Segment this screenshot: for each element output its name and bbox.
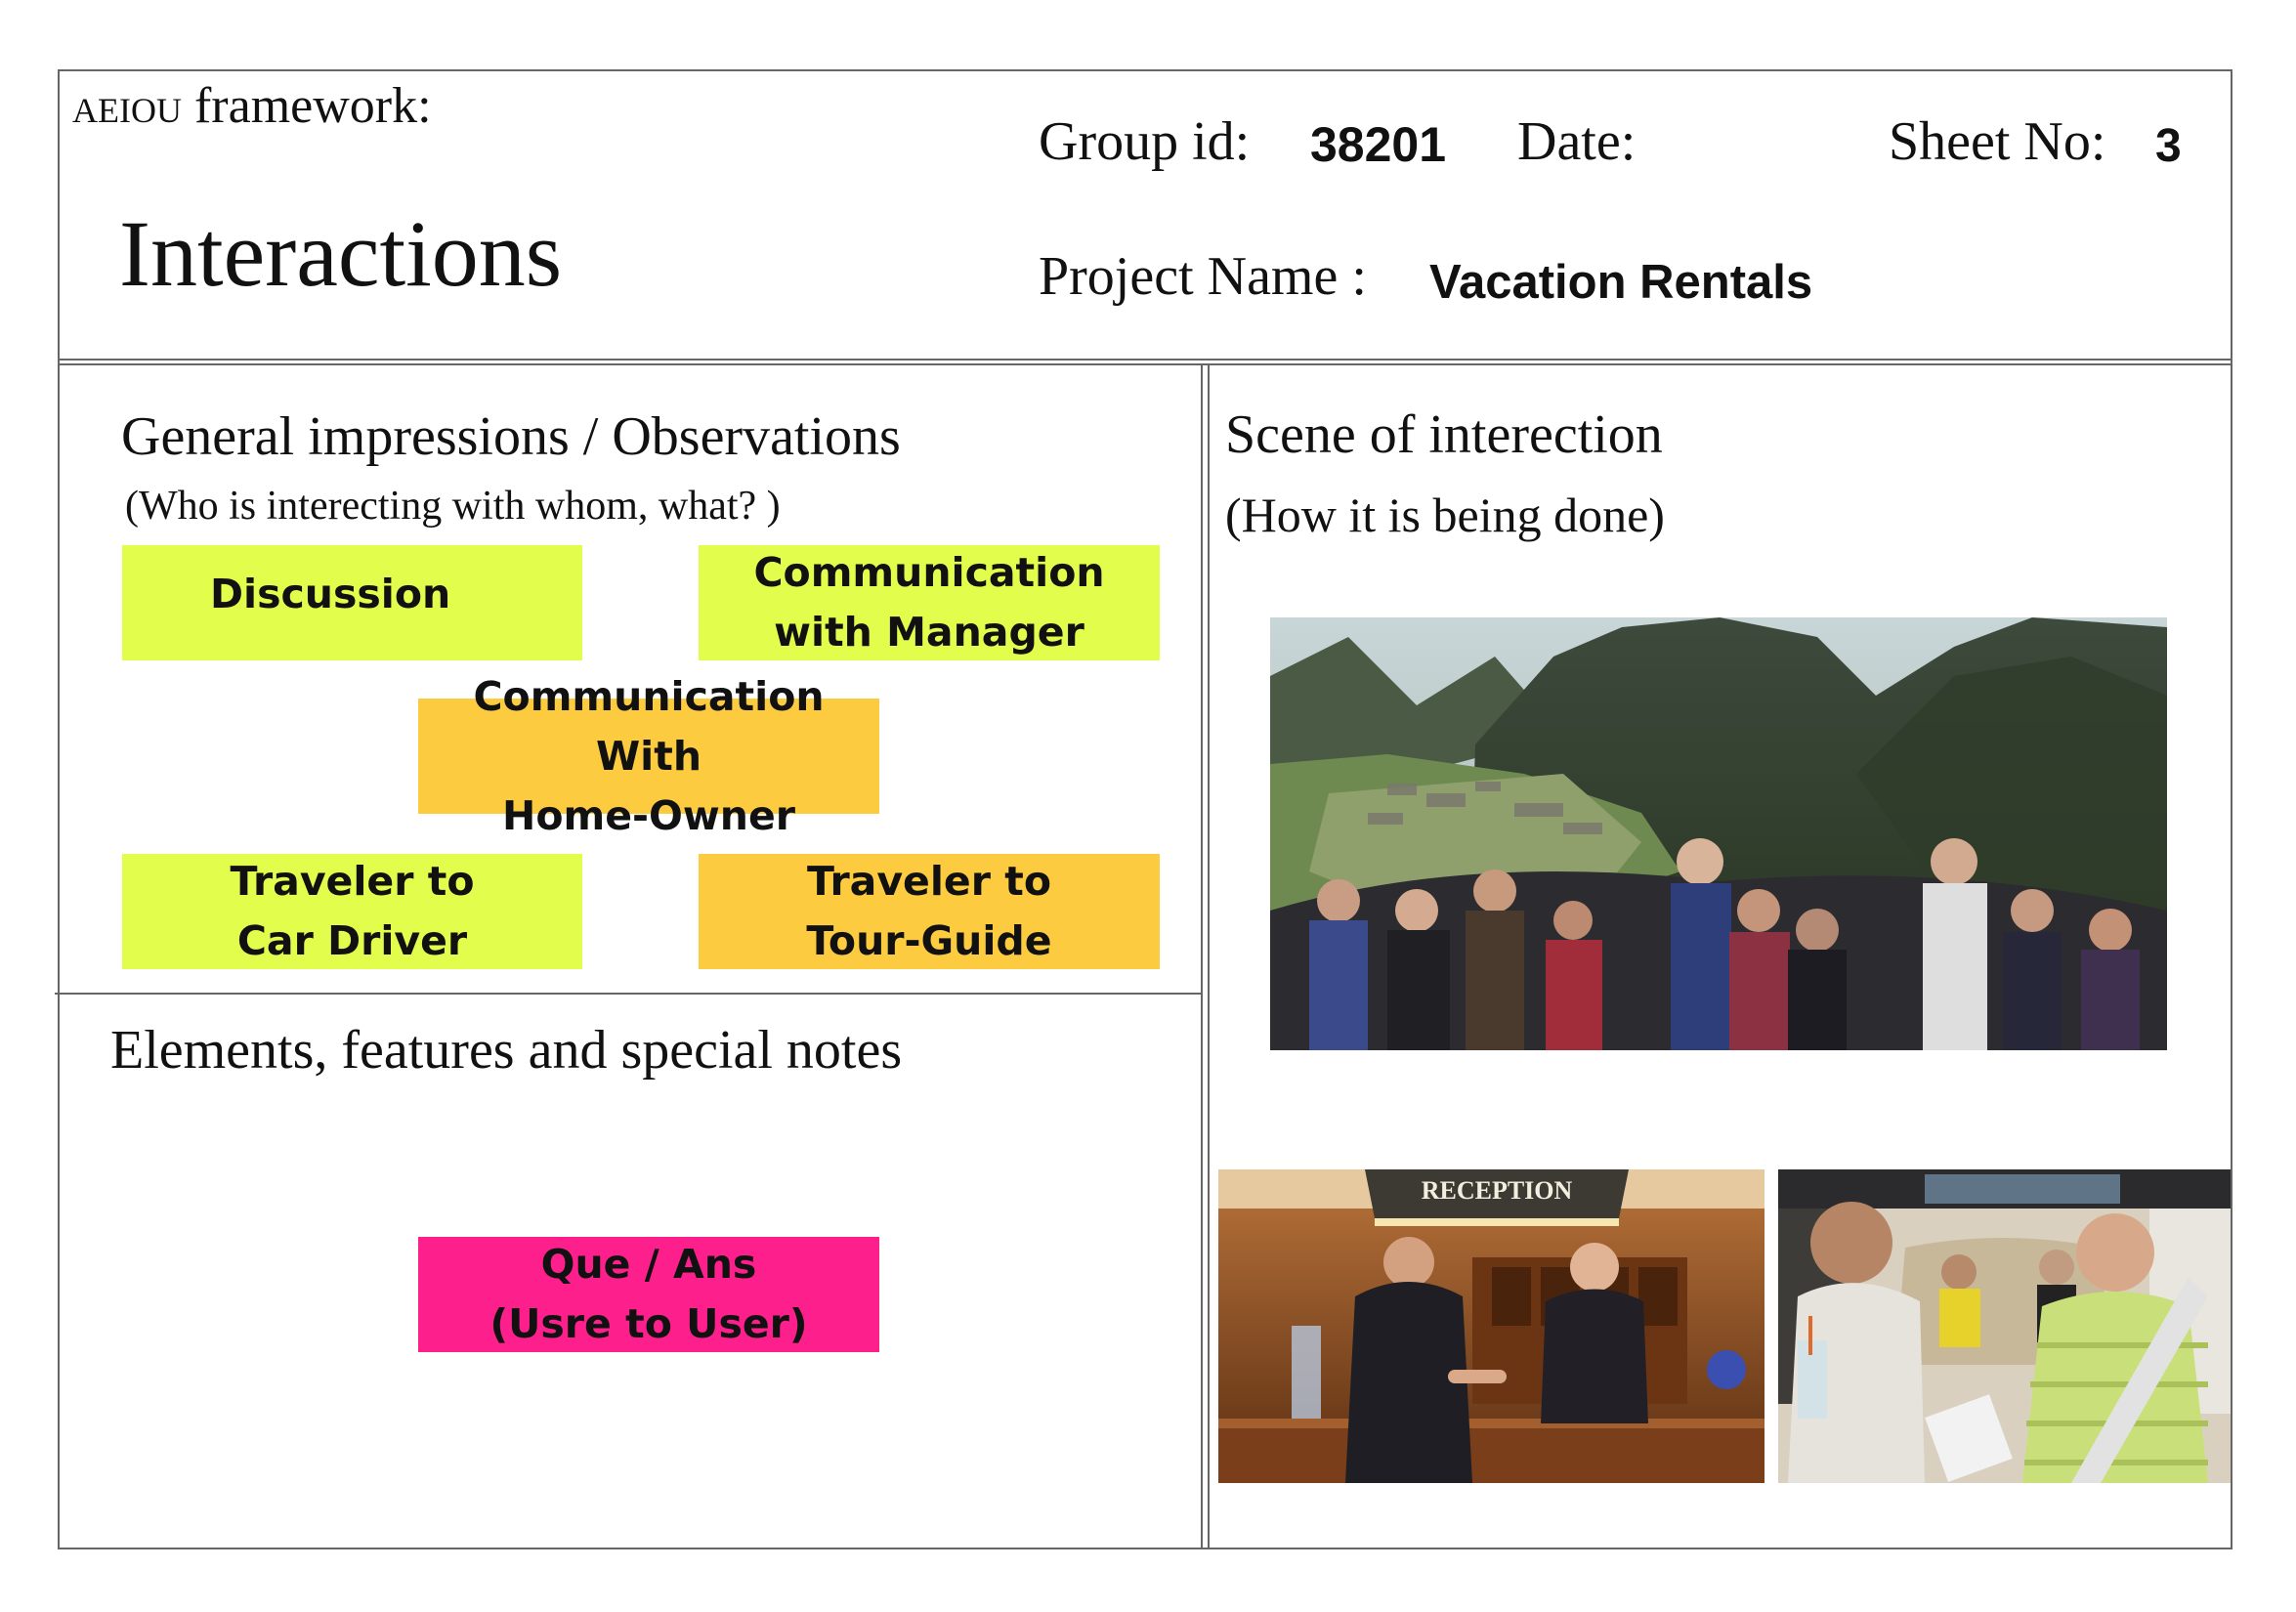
scene-heading: Scene of interection [1225,404,1663,465]
group-id-label: Group id: [1039,111,1251,172]
column-divider-1 [1201,364,1203,1549]
sheet-no-value: 3 [2155,120,2182,172]
sticky-note-discussion[interactable]: Discussion [122,545,582,660]
observations-subheading: (Who is interecting with whom, what? ) [125,484,781,529]
sticky-note-communication-manager[interactable]: Communication with Manager [699,545,1160,660]
header-divider-2 [58,363,2232,365]
framework-caps: AEIOU [72,78,182,134]
framework-label: AEIOU framework: [72,72,432,141]
sheet-no-label: Sheet No: [1889,111,2106,172]
scene-subheading: (How it is being done) [1225,488,1665,542]
elements-heading: Elements, features and special notes [110,1020,903,1081]
photo-hotel-reception: RECEPTION [1218,1169,1765,1483]
project-name-label: Project Name : [1039,246,1367,307]
group-id-value: 38201 [1310,117,1447,172]
column-divider-2 [1208,364,1210,1549]
observations-heading: General impressions / Observations [121,406,901,467]
framework-rest: framework: [181,78,432,134]
left-section-divider [55,993,1201,995]
photo-car-passengers [1778,1169,2231,1483]
page-title: Interactions [119,201,563,306]
header-divider-1 [58,359,2232,361]
sticky-note-communication-home-owner[interactable]: Communication With Home-Owner [418,673,879,839]
sticky-note-traveler-tour-guide[interactable]: Traveler to Tour-Guide [699,854,1160,969]
sticky-note-traveler-car-driver[interactable]: Traveler to Car Driver [122,854,582,969]
reception-sign-text: RECEPTION [1422,1176,1573,1205]
project-name-value: Vacation Rentals [1429,256,1813,309]
date-label: Date: [1517,111,1637,172]
sheet-frame [58,69,2232,1549]
photo-tour-group-mountains [1270,617,2167,1050]
sticky-note-que-ans[interactable]: Que / Ans (Usre to User) [418,1237,879,1352]
